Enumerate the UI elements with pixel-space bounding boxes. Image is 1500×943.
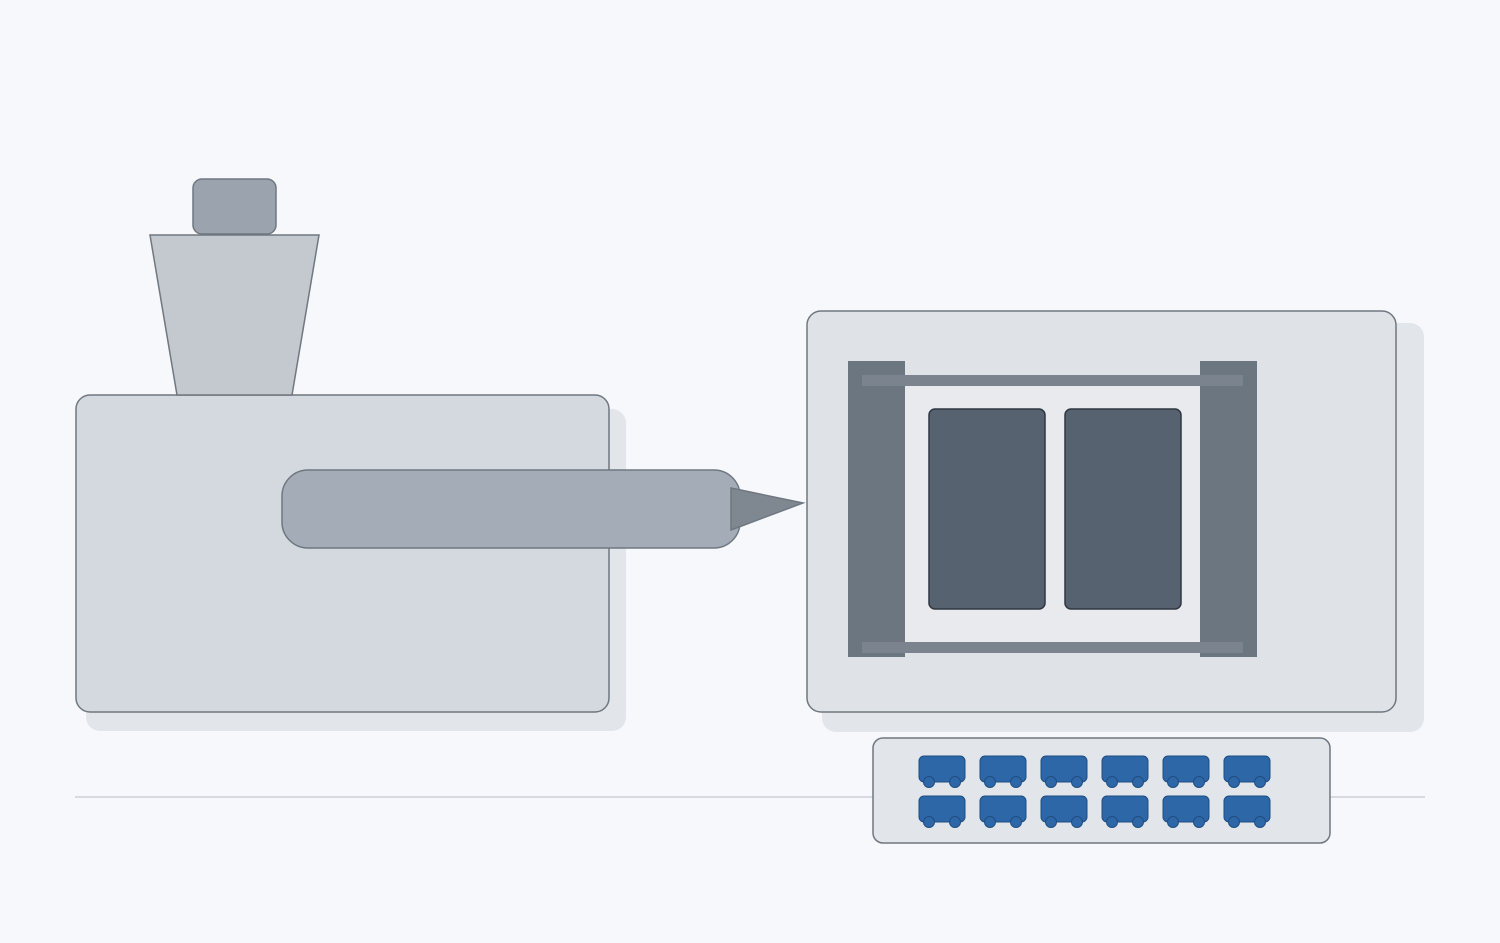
fixed-platen — [848, 361, 905, 657]
parts-tray — [872, 737, 1331, 844]
molded-part — [1223, 795, 1271, 828]
molded-part-knob — [1106, 816, 1118, 828]
mold-unit — [806, 310, 1424, 732]
molded-part — [1101, 795, 1149, 828]
molded-part-knob — [1045, 816, 1057, 828]
molded-part — [918, 795, 966, 828]
molded-part — [1162, 755, 1210, 788]
molded-part-body — [1162, 755, 1210, 783]
molded-part-knob — [1193, 816, 1205, 828]
mold-cavity-right — [1064, 408, 1182, 610]
molded-part-body — [1162, 795, 1210, 823]
molded-part-knob — [1071, 816, 1083, 828]
molded-part-knob — [984, 816, 996, 828]
molded-part-knob — [1167, 816, 1179, 828]
molded-part-body — [979, 755, 1027, 783]
molded-part-body — [918, 755, 966, 783]
molded-part — [918, 755, 966, 788]
molded-part — [979, 755, 1027, 788]
molded-part-knob — [1254, 776, 1266, 788]
hopper — [149, 234, 320, 396]
molded-part-knob — [1254, 816, 1266, 828]
molded-part-knob — [1228, 816, 1240, 828]
molded-part-knob — [1045, 776, 1057, 788]
molded-part-knob — [1010, 816, 1022, 828]
molded-part-knob — [1228, 776, 1240, 788]
molded-part-body — [918, 795, 966, 823]
molded-part-body — [1101, 755, 1149, 783]
barrel — [281, 469, 741, 549]
mold-cavity-left — [928, 408, 1046, 610]
molded-part-knob — [1106, 776, 1118, 788]
molded-part — [1040, 795, 1088, 828]
injection-unit-body — [75, 394, 610, 713]
molded-part-knob — [923, 776, 935, 788]
molded-part-body — [1040, 795, 1088, 823]
molded-part-knob — [949, 776, 961, 788]
molded-part — [1101, 755, 1149, 788]
hopper-cap — [192, 178, 277, 235]
molded-part-body — [1223, 755, 1271, 783]
molded-part-knob — [1132, 816, 1144, 828]
molded-part-knob — [1071, 776, 1083, 788]
molded-parts — [918, 755, 1271, 828]
molded-part-knob — [984, 776, 996, 788]
nozzle — [730, 487, 806, 532]
molded-part-knob — [1010, 776, 1022, 788]
molded-part-body — [1223, 795, 1271, 823]
molded-part — [1223, 755, 1271, 788]
molded-part-body — [1101, 795, 1149, 823]
tie-bar-bottom — [862, 642, 1243, 653]
molded-part-knob — [923, 816, 935, 828]
moving-platen — [1200, 361, 1257, 657]
molded-part-body — [979, 795, 1027, 823]
molded-part-knob — [1193, 776, 1205, 788]
tie-bar-top — [862, 375, 1243, 386]
injection-unit — [75, 178, 806, 731]
molded-part-knob — [1167, 776, 1179, 788]
molded-part-body — [1040, 755, 1088, 783]
molded-part — [1040, 755, 1088, 788]
molded-part — [979, 795, 1027, 828]
molded-part — [1162, 795, 1210, 828]
molded-part-knob — [1132, 776, 1144, 788]
molded-part-knob — [949, 816, 961, 828]
